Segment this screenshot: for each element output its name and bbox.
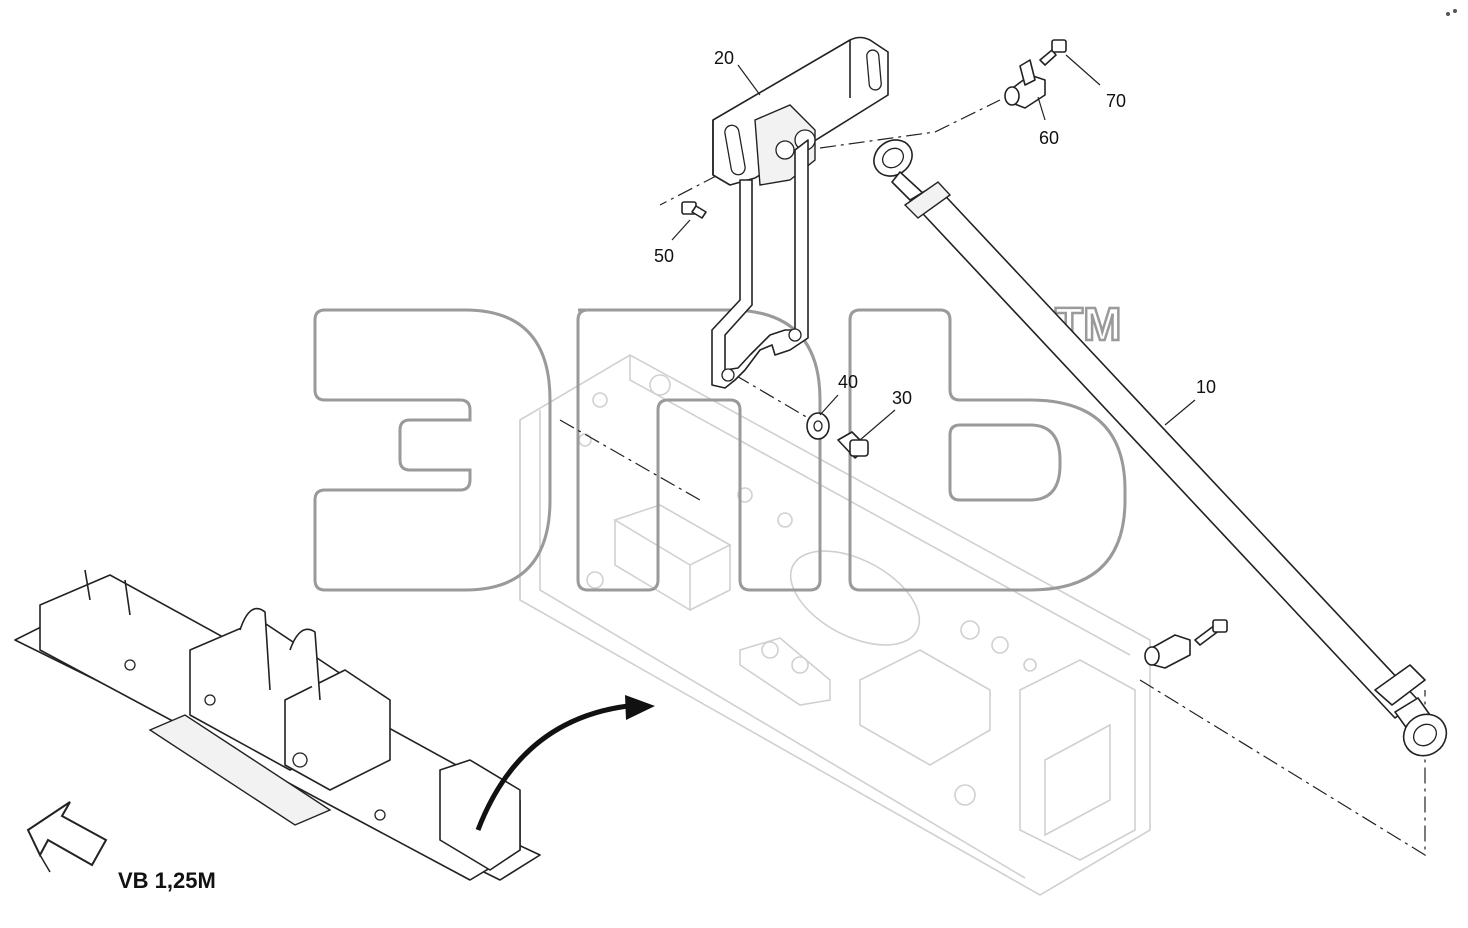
view-label: VB 1,25M [118,868,216,893]
callout-10: 10 [1196,377,1216,397]
callout-20: 20 [714,48,734,68]
leader-lines [671,54,1196,441]
callout-40: 40 [838,372,858,392]
callout-70: 70 [1106,91,1126,111]
washer-part [806,412,830,440]
view-direction-arrow-icon [26,801,108,873]
overview-machine [14,569,541,881]
pin-part [1004,59,1046,109]
watermark-logo-icon: TM [313,297,1127,592]
mounting-bracket-part [711,36,889,389]
gas-strut-part [873,139,1448,757]
machine-frame [519,354,1151,896]
bolt-50-part [681,201,707,219]
trademark-symbol: TM [1055,298,1121,350]
callouts: 10 20 30 40 50 60 70 [654,48,1216,408]
location-curved-arrow-icon [475,695,655,831]
callout-30: 30 [892,388,912,408]
bolt-30-part [837,431,869,459]
lower-pin-assembly [1144,619,1228,669]
corner-mark-icon [1446,9,1457,16]
screw-70-part [1039,39,1067,66]
callout-50: 50 [654,246,674,266]
callout-60: 60 [1039,128,1059,148]
